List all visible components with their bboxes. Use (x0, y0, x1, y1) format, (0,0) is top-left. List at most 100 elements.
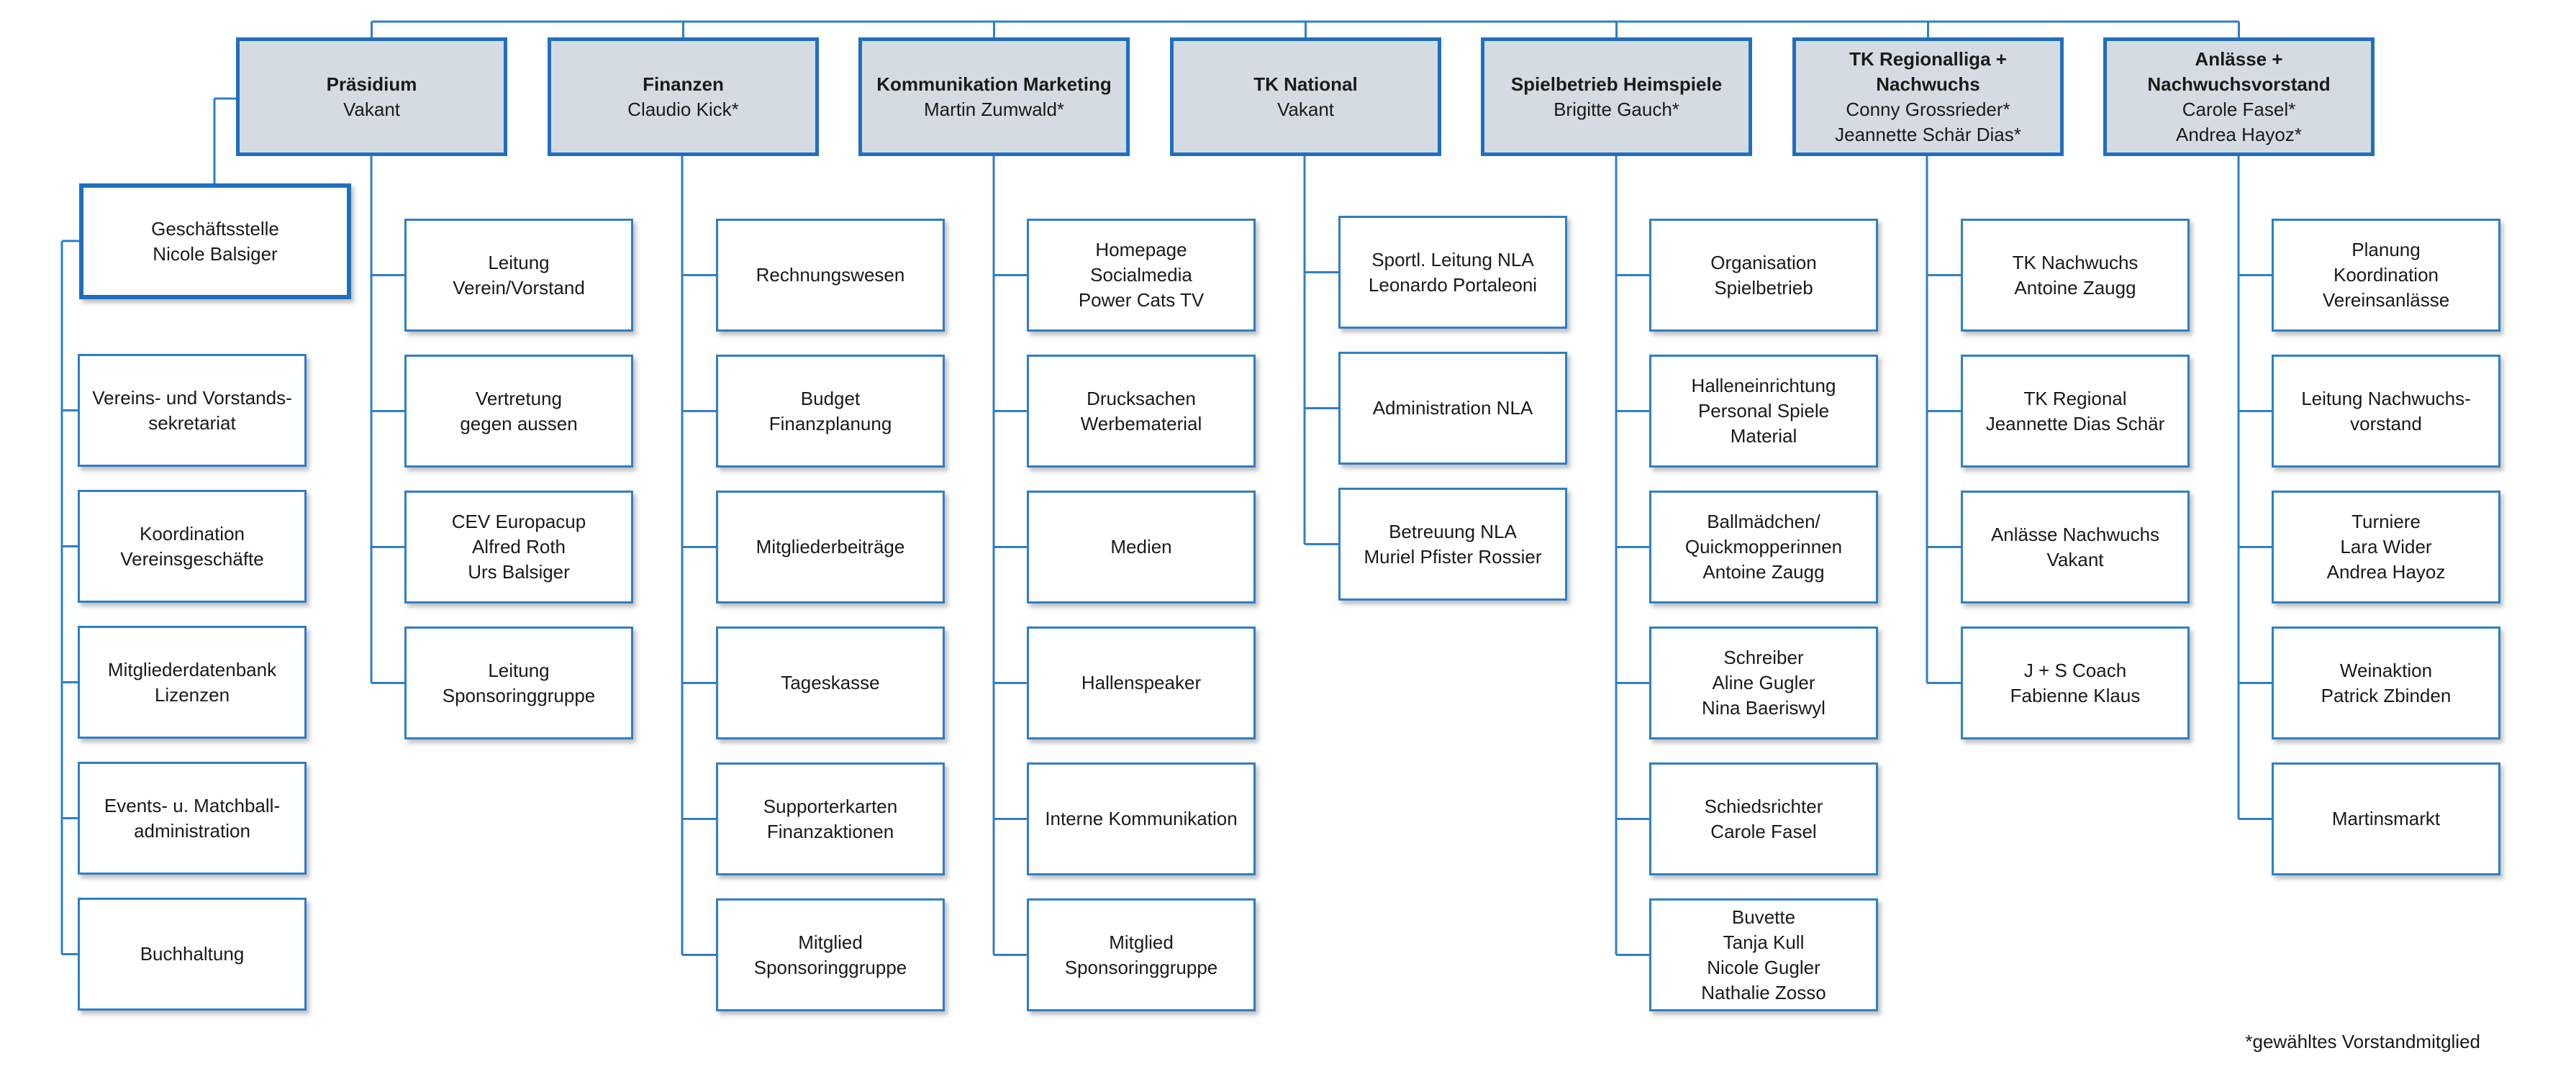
box-text-line: Patrick Zbinden (2321, 684, 2452, 706)
department-person: Andrea Hayoz* (2176, 123, 2302, 145)
box-text-line: Mitglied (1109, 931, 1174, 953)
box-text-line: Sportl. Leitung NLA (1371, 248, 1534, 270)
box-text-line: Koordination (2334, 264, 2439, 286)
box-text-line: TK Regional (2023, 387, 2127, 409)
department-title: TK National (1253, 73, 1358, 95)
box-text-line: Leitung Nachwuchs- (2301, 387, 2471, 409)
box-text-line: Andrea Hayoz (2326, 561, 2446, 583)
box-text-line: Material (1730, 425, 1797, 447)
task-box-events-u-matchball: Events- u. Matchball-administration (78, 762, 307, 875)
box-text-line: Verein/Vorstand (453, 276, 585, 299)
box-text-line: vorstand (2350, 412, 2422, 434)
box-text-line: Alfred Roth (471, 536, 566, 557)
department-title: Präsidium (326, 73, 417, 95)
box-text-line: Rechnungswesen (756, 264, 905, 286)
task-box-rechnungswesen: Rechnungswesen (716, 219, 945, 332)
department-person: Carole Fasel* (2182, 98, 2296, 120)
box-text-line: Finanzaktionen (766, 820, 894, 842)
box-text-line: J + S Coach (2023, 659, 2127, 681)
box-text-line: Weinaktion (2339, 659, 2433, 681)
box-text-line: Leitung (488, 251, 550, 273)
box-text-line: Martinsmarkt (2331, 808, 2441, 829)
box-text-line: Interne Kommunikation (1045, 808, 1238, 829)
box-text-line: Nina Baeriswyl (1702, 697, 1826, 719)
task-box-buchhaltung: Buchhaltung (78, 898, 307, 1011)
box-text-line: Supporterkarten (763, 795, 898, 817)
box-text-line: Antoine Zaugg (1702, 561, 1825, 583)
box-text-line: Carole Fasel (1710, 820, 1817, 842)
department-person: Martin Zumwald* (923, 98, 1065, 120)
box-text-line: Quickmopperinnen (1684, 536, 1843, 557)
box-text-line: Finanzplanung (768, 412, 892, 434)
box-text-line: sekretariat (148, 411, 236, 434)
department-person: Brigitte Gauch* (1554, 98, 1679, 120)
box-text-line: Vereinsgeschäfte (120, 547, 264, 570)
box-text-line: Power Cats TV (1078, 289, 1205, 311)
box-text-line: Turniere (2351, 511, 2421, 532)
box-text-line: Leitung (488, 659, 550, 681)
department-person: Claudio Kick* (627, 98, 739, 120)
box-text-line: Tageskasse (781, 672, 880, 693)
box-text-line: administration (134, 819, 250, 842)
box-text-line: Nathalie Zosso (1701, 981, 1826, 1003)
box-text-line: Aline Gugler (1712, 672, 1815, 693)
box-text-line: Geschäftsstelle (151, 217, 279, 240)
task-box-vereins-und-vorstands: Vereins- und Vorstands-sekretariat (78, 354, 307, 467)
box-text-line: Leonardo Portaleoni (1368, 273, 1538, 296)
box-text-line: Anlässe Nachwuchs (1990, 523, 2160, 545)
box-text-line: Budget (800, 387, 861, 409)
task-box-interne-kommunikation: Interne Kommunikation (1027, 762, 1256, 875)
box-text-line: Urs Balsiger (468, 561, 570, 583)
task-box-hallenspeaker: Hallenspeaker (1027, 627, 1256, 739)
box-text-line: Betreuung NLA (1389, 520, 1517, 542)
task-box-mitgliederbeiträge: Mitgliederbeiträge (716, 491, 945, 603)
box-text-line: Sponsoringgruppe (1064, 956, 1218, 978)
box-text-line: Antoine Zaugg (2014, 276, 2136, 299)
box-text-line: Nicole Gugler (1707, 956, 1820, 978)
box-text-line: Events- u. Matchball- (104, 794, 281, 816)
department-person: Vakant (343, 98, 400, 120)
department-person: Conny Grossrieder* (1846, 98, 2010, 120)
department-person: Jeannette Schär Dias* (1835, 123, 2021, 145)
box-text-line: Lara Wider (2340, 536, 2432, 557)
box-text-line: Halleneinrichtung (1691, 375, 1836, 396)
task-box-tageskasse: Tageskasse (716, 627, 945, 739)
task-box-martinsmarkt: Martinsmarkt (2272, 762, 2500, 875)
box-text-line: Tanja Kull (1723, 931, 1805, 953)
box-text-line: Administration NLA (1372, 397, 1533, 419)
department-title: Finanzen (643, 73, 724, 95)
box-text-line: Mitgliederbeiträge (756, 536, 905, 557)
box-text-line: Werbematerial (1080, 412, 1202, 434)
box-text-line: gegen aussen (460, 412, 578, 434)
box-text-line: Schreiber (1723, 647, 1804, 668)
department-title: Kommunikation Marketing (876, 73, 1112, 95)
